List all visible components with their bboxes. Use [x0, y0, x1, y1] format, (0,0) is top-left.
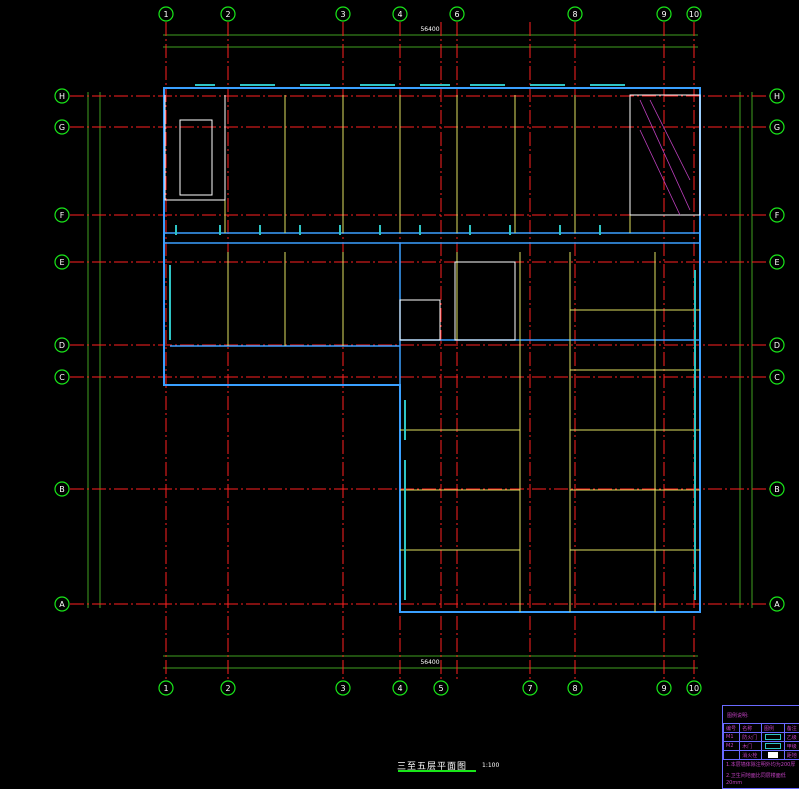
svg-text:C: C	[774, 373, 780, 382]
legend-symbol-icon	[760, 750, 785, 760]
grid-bubble-10: 10	[686, 6, 702, 22]
grid-bubble-F: F	[54, 207, 70, 223]
svg-text:B: B	[59, 485, 65, 494]
grid-bubble-F: F	[769, 207, 785, 223]
svg-text:H: H	[59, 92, 65, 101]
svg-text:A: A	[774, 600, 780, 609]
legend-symbol-icon	[760, 741, 785, 751]
legend-table: 图例说明: 编号 名称 图例 备注 M1 防火门 乙级 M2 木门 甲级 消火栓…	[722, 705, 799, 789]
grid-bubble-G: G	[54, 119, 70, 135]
svg-text:G: G	[774, 123, 780, 132]
legend-row: 消火栓 距地	[722, 750, 799, 760]
grid-bubble-D: D	[54, 337, 70, 353]
svg-text:C: C	[59, 373, 65, 382]
grid-bubble-E: E	[769, 254, 785, 270]
grid-bubble-9: 9	[656, 6, 672, 22]
grid-bubble-1: 1	[158, 6, 174, 22]
legend-cell: 木门	[739, 741, 762, 751]
svg-text:7: 7	[527, 684, 532, 693]
grid-bubble-2: 2	[220, 6, 236, 22]
grid-bubble-G: G	[769, 119, 785, 135]
svg-text:D: D	[774, 341, 780, 350]
grid-bubble-4: 4	[392, 6, 408, 22]
grid-bubble-1: 1	[158, 680, 174, 696]
legend-header: 编号	[722, 723, 741, 733]
grid-bubble-C: C	[54, 369, 70, 385]
svg-text:D: D	[59, 341, 65, 350]
svg-text:G: G	[59, 123, 65, 132]
grid-bubble-5: 5	[433, 680, 449, 696]
legend-cell: 甲级	[783, 741, 799, 751]
svg-text:10: 10	[689, 10, 699, 19]
grid-bubble-3: 3	[335, 6, 351, 22]
grid-bubble-C: C	[769, 369, 785, 385]
legend-heading: 图例说明:	[727, 713, 749, 719]
grid-bubble-7: 7	[522, 680, 538, 696]
svg-text:F: F	[60, 211, 65, 220]
svg-text:1: 1	[163, 684, 168, 693]
legend-note: 1.本层墙体除注明外均为200厚	[726, 762, 796, 768]
svg-text:H: H	[774, 92, 780, 101]
grid-bubble-B: B	[54, 481, 70, 497]
legend-header: 图例	[760, 723, 785, 733]
grid-bubble-E: E	[54, 254, 70, 270]
svg-text:8: 8	[572, 10, 577, 19]
drawing-scale: 1:100	[482, 762, 500, 769]
svg-text:9: 9	[661, 10, 666, 19]
grid-bubble-6: 6	[449, 6, 465, 22]
title-underline	[398, 770, 476, 772]
legend-note: 2.卫生间地面比同层楼面低20mm	[726, 773, 786, 786]
svg-text:10: 10	[689, 684, 699, 693]
legend-header: 名称	[739, 723, 762, 733]
grid-axes	[70, 22, 770, 680]
grid-bubble-9: 9	[656, 680, 672, 696]
svg-text:3: 3	[340, 684, 345, 693]
svg-text:8: 8	[572, 684, 577, 693]
svg-text:2: 2	[225, 684, 230, 693]
svg-text:3: 3	[340, 10, 345, 19]
svg-text:2: 2	[225, 10, 230, 19]
legend-cell: M1	[722, 732, 741, 742]
grid-bubble-4: 4	[392, 680, 408, 696]
legend-cell: 乙级	[783, 732, 799, 742]
overall-dimension: 56400	[420, 659, 439, 666]
grid-bubble-8: 8	[567, 680, 583, 696]
grid-bubble-10: 10	[686, 680, 702, 696]
legend-cell: 防火门	[739, 732, 762, 742]
svg-text:F: F	[775, 211, 780, 220]
legend-header-row: 编号 名称 图例 备注	[722, 723, 799, 733]
legend-row: M1 防火门 乙级	[722, 732, 799, 742]
legend-cell: 距地	[783, 750, 799, 760]
grid-bubble-H: H	[54, 88, 70, 104]
legend-cell	[722, 750, 741, 760]
grid-bubble-8: 8	[567, 6, 583, 22]
svg-text:A: A	[59, 600, 65, 609]
grid-bubble-D: D	[769, 337, 785, 353]
building-walls	[163, 84, 701, 613]
legend-row: M2 木门 甲级	[722, 741, 799, 751]
grid-bubble-A: A	[54, 596, 70, 612]
svg-text:E: E	[774, 258, 779, 267]
svg-text:E: E	[59, 258, 64, 267]
svg-text:4: 4	[397, 684, 402, 693]
grid-bubble-3: 3	[335, 680, 351, 696]
grid-bubble-A: A	[769, 596, 785, 612]
drawing-title: 三至五层平面图	[397, 762, 468, 772]
legend-symbol-icon	[760, 732, 785, 742]
dimension-lines	[87, 34, 753, 669]
legend-cell: M2	[722, 741, 741, 751]
overall-dimension: 56400	[420, 26, 439, 33]
grid-bubble-2: 2	[220, 680, 236, 696]
grid-bubbles: H H G G F F E E D D C C B B A A 1 2 3 4 6 8 9 10 1 2 3 4 5 7 8 9 10 56400…	[54, 6, 785, 696]
svg-text:1: 1	[163, 10, 168, 19]
svg-text:B: B	[774, 485, 780, 494]
grid-bubble-B: B	[769, 481, 785, 497]
svg-text:4: 4	[397, 10, 402, 19]
svg-text:5: 5	[438, 684, 443, 693]
legend-cell: 消火栓	[739, 750, 762, 760]
grid-bubble-H: H	[769, 88, 785, 104]
svg-text:6: 6	[454, 10, 459, 19]
legend-header: 备注	[783, 723, 799, 733]
svg-text:9: 9	[661, 684, 666, 693]
